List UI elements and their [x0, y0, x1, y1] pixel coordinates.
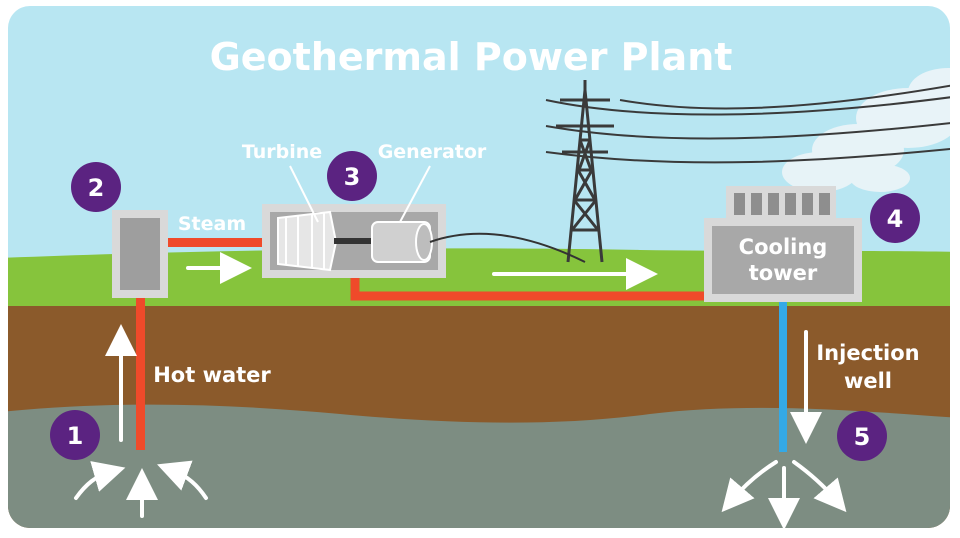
- label-cooling-tower-line1: Cooling: [739, 235, 828, 259]
- step-number-2: 2: [88, 174, 105, 202]
- return-pipe: [350, 278, 710, 301]
- step-badge-3: 3: [327, 151, 377, 201]
- step-number-5: 5: [854, 423, 871, 451]
- steam-cloud: [782, 68, 950, 192]
- step-badge-2: 2: [71, 162, 121, 212]
- flow-arrows: [74, 252, 847, 528]
- rock-layer: [8, 404, 950, 528]
- step-number-1: 1: [67, 422, 84, 450]
- step-badge-4: 4: [870, 193, 920, 243]
- power-cable: [429, 232, 586, 263]
- transmission-tower: [556, 80, 614, 263]
- turbine-icon: [277, 210, 338, 272]
- step-number-4: 4: [887, 205, 904, 233]
- step-badge-1: 1: [50, 410, 100, 460]
- label-injection-line1: Injection: [816, 341, 919, 365]
- label-turbine: Turbine: [242, 141, 322, 163]
- steam-pipe: [160, 238, 266, 247]
- power-lines: [545, 83, 950, 164]
- label-hot-water: Hot water: [153, 363, 271, 387]
- label-steam: Steam: [178, 213, 246, 235]
- label-injection-line2: well: [844, 369, 892, 393]
- diagram-title: Geothermal Power Plant: [210, 35, 733, 79]
- label-cooling-tower-line2: tower: [749, 261, 818, 285]
- label-generator: Generator: [378, 141, 487, 163]
- hot-water-pipe: [136, 290, 145, 450]
- step-badge-5: 5: [837, 411, 887, 461]
- injection-pipe: [779, 300, 787, 452]
- step-number-3: 3: [344, 163, 361, 191]
